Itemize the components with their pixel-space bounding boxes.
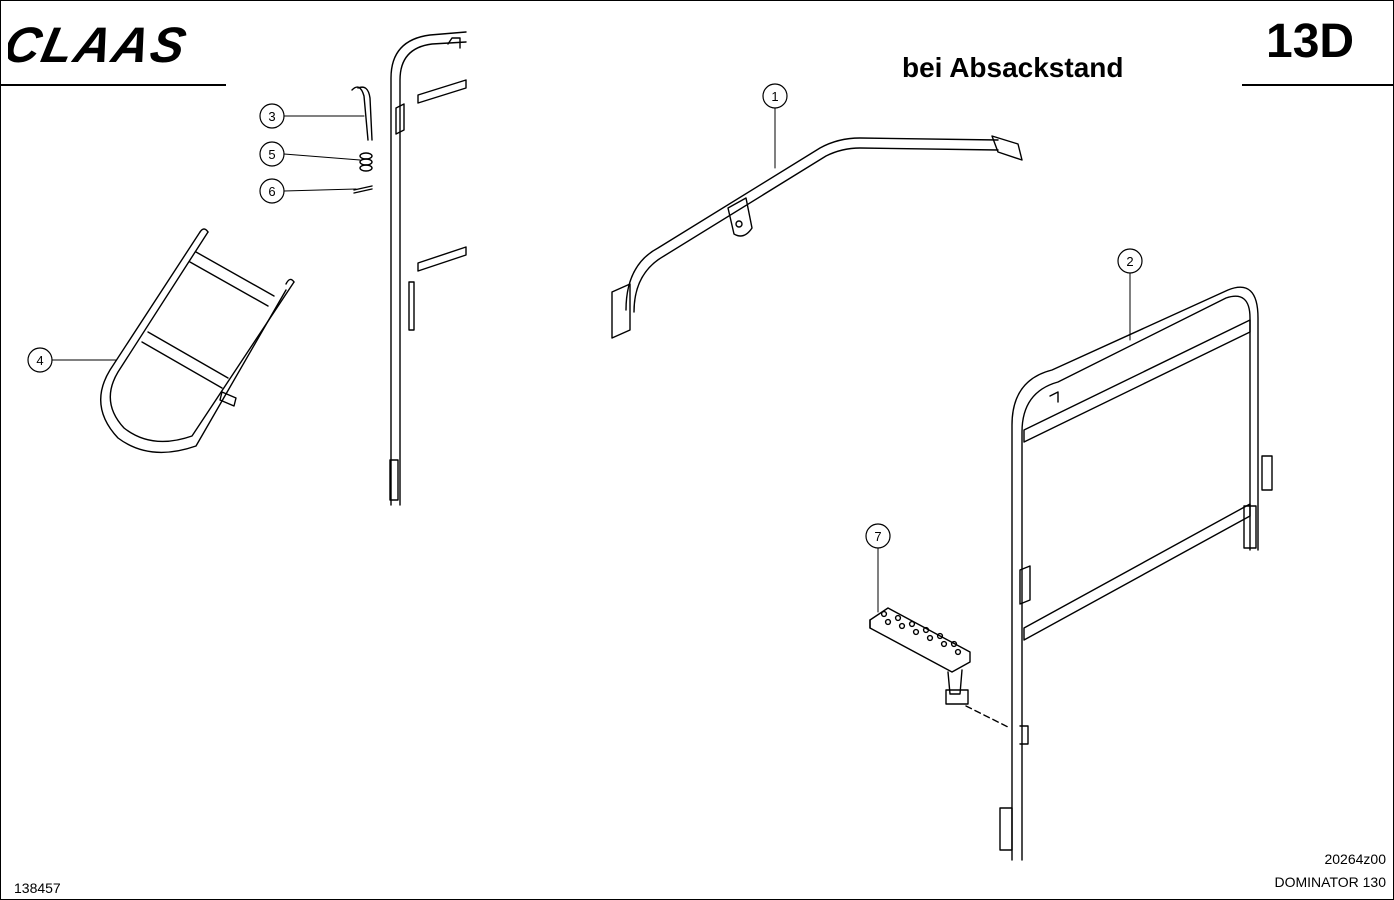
header-rule-left [0,84,226,86]
callout-6: 6 [259,178,285,204]
step-plate [869,607,1011,729]
callout-label: 5 [268,147,275,162]
page-number: 13D [1266,15,1355,68]
model-name: DOMINATOR 130 [1274,874,1386,890]
callout-label: 1 [771,89,778,104]
handrail-upper [611,135,1023,339]
callout-4: 4 [27,347,53,373]
rail-frame-large [999,286,1273,861]
callout-label: 7 [874,529,881,544]
sheet-subtitle: bei Absackstand [902,52,1124,83]
callout-7: 7 [865,523,891,549]
callout-label: 2 [1126,254,1133,269]
callout-2: 2 [1117,248,1143,274]
drawing-id: 20264z00 [1324,851,1386,867]
callout-label: 6 [268,184,275,199]
header-rule-right [1242,84,1394,86]
callout-label: 4 [36,353,43,368]
split-pin [353,185,373,194]
frame-post-partial [389,31,467,506]
sheet-id: 138457 [14,880,61,896]
ladder [100,228,295,454]
claas-logo: CLAAS [8,20,193,68]
callout-1: 1 [762,83,788,109]
callout-5: 5 [259,141,285,167]
callout-3: 3 [259,103,285,129]
leader-lines [51,107,1131,613]
callout-label: 3 [268,109,275,124]
svg-text:CLAAS: CLAAS [8,20,193,68]
pin-bent [351,86,373,141]
spring [359,152,373,172]
